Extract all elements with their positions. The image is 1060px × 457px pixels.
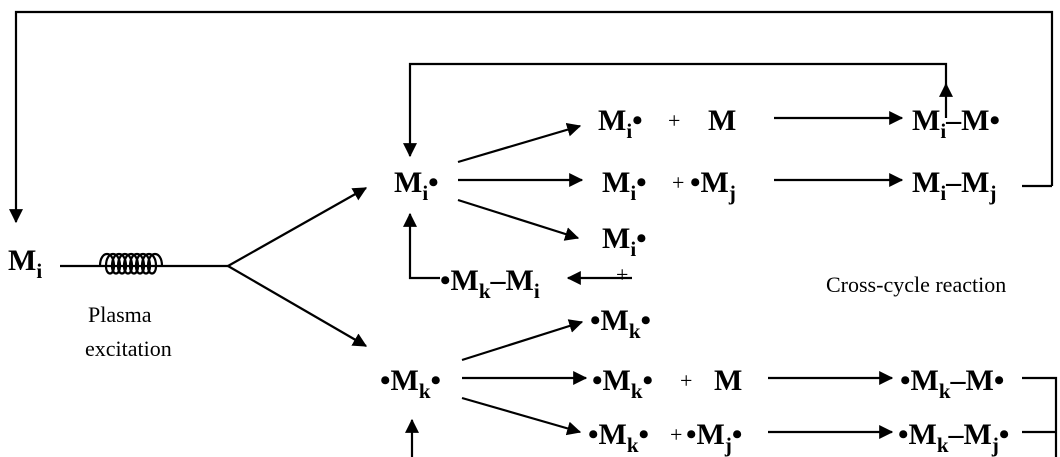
mk-diradical: •Mk• (380, 364, 441, 403)
r1-monomer: M (708, 104, 736, 137)
monomer-mi-start: Mi (8, 244, 42, 283)
mi-rad-to-r1-arrow (457, 122, 582, 164)
r2-product: Mi–Mj (912, 166, 997, 205)
r3-plus: + (616, 262, 628, 287)
k2-right-bracket (1022, 376, 1058, 457)
k3-plus: + (670, 422, 682, 447)
plasma-label-line1: Plasma (88, 302, 152, 327)
inner-loop-line (403, 62, 948, 158)
k2-mk-diradical: •Mk• (592, 364, 653, 403)
k2-product: •Mk–M• (900, 364, 1004, 403)
mi-radical: Mi• (394, 166, 439, 205)
plasma-label-line2: excitation (85, 336, 172, 361)
r1-mi-radical: Mi• (598, 104, 643, 143)
k3-mj-diradical: •Mj• (686, 418, 742, 457)
k1-mk-diradical: •Mk• (590, 304, 651, 343)
r3-mi-radical: Mi• (602, 222, 647, 261)
k2-monomer: M (714, 364, 742, 397)
mi-rad-to-r3-arrow (457, 198, 580, 241)
r1-plus: + (668, 108, 680, 133)
r2-plus: + (672, 170, 684, 195)
outer-feedback-loop-line (9, 10, 1054, 224)
mk-to-k1-arrow (461, 319, 584, 362)
r2-mj-radical: •Mj (690, 166, 736, 205)
k3-product: •Mk–Mj• (898, 418, 1009, 457)
branch-up-arrow (227, 187, 368, 267)
mk-to-k3-arrow (461, 396, 582, 436)
feedback-to-mi-rad-line (403, 212, 440, 280)
plasma-coil-icon (98, 252, 164, 275)
cross-cycle-label: Cross-cycle reaction (826, 272, 1006, 297)
r1-product: Mi–M• (912, 104, 1000, 143)
r2-mi-radical: Mi• (602, 166, 647, 205)
mk-mi-adduct: •Mk–Mi (440, 264, 540, 303)
branch-down-arrow (227, 265, 368, 347)
k3-mk-diradical: •Mk• (588, 418, 649, 457)
k2-plus: + (680, 368, 692, 393)
